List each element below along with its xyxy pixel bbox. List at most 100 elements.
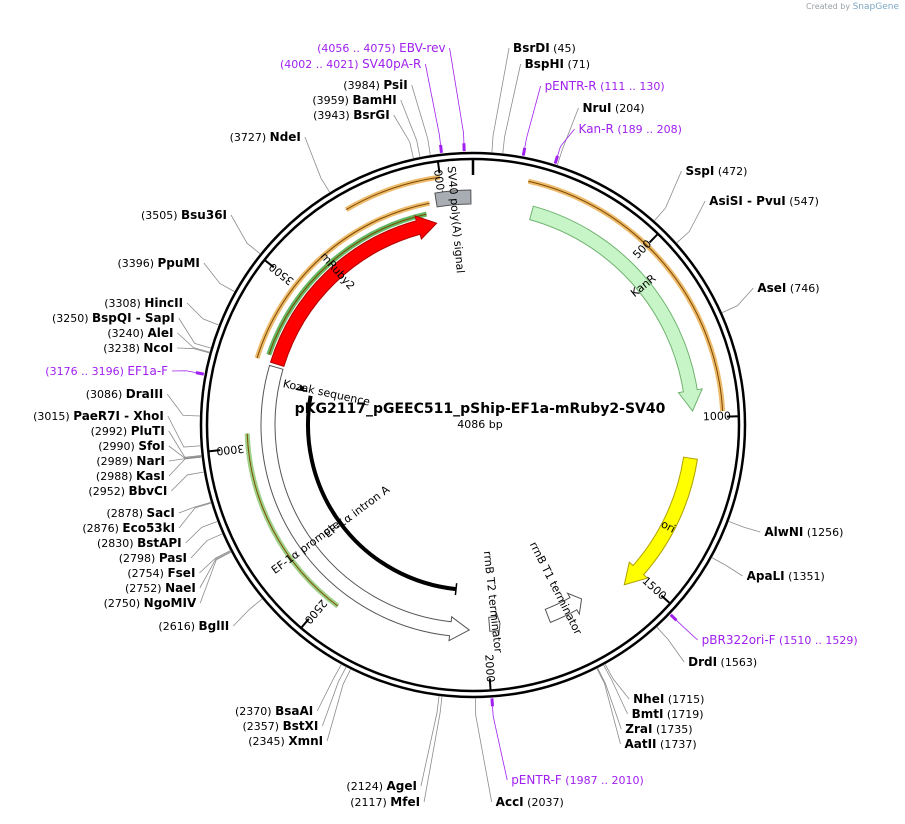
primer-ef1a-f: (3176 .. 3196) EF1a-F <box>45 364 168 378</box>
site-name: AseI <box>757 281 786 295</box>
site-leader-line <box>186 302 220 326</box>
primer-pbr322ori-f: pBR322ori-F (1510 .. 1529) <box>702 633 858 647</box>
position-tick <box>263 259 275 269</box>
site-name: NruI <box>582 101 611 115</box>
site-leader-line <box>304 136 331 193</box>
site-leader-line <box>168 456 202 462</box>
site-alei: (3240) AleI <box>107 326 173 340</box>
site-leader-line <box>178 317 212 349</box>
primer-pentr-f: pENTR-F (1987 .. 2010) <box>511 773 644 787</box>
site-position: (71) <box>564 58 590 71</box>
primers: (4056 .. 4075) EBV-rev(4002 .. 4021) SV4… <box>45 41 857 787</box>
site-bstxi: (2357) BstXI <box>243 719 319 733</box>
primer-name: pENTR-F <box>511 773 562 787</box>
site-acci: AccI (2037) <box>496 795 564 809</box>
site-name: SspI <box>685 164 714 178</box>
site-position: (1737) <box>657 738 697 751</box>
site-leader-line <box>232 598 263 627</box>
primer-name: EF1a-F <box>127 364 168 378</box>
orf-arc-core <box>256 202 430 359</box>
position-tick <box>660 594 671 605</box>
site-sfoi: (2990) SfoI <box>98 439 165 453</box>
site-position: (3959) <box>312 94 352 107</box>
site-name: BstXI <box>283 719 319 733</box>
orf-arc-core <box>528 180 724 412</box>
site-leader-line <box>400 99 421 158</box>
site-name: AatII <box>624 737 656 751</box>
site-leader-line <box>199 550 232 589</box>
site-leader-line <box>167 415 201 448</box>
site-position: (2117) <box>350 796 390 809</box>
site-position: (2952) <box>88 485 128 498</box>
primer-site-mark <box>439 144 443 153</box>
primer-position: (1510 .. 1529) <box>776 634 858 647</box>
site-position: (1563) <box>717 656 757 669</box>
site-paer7i-xhoi: (3015) PaeR7I - XhoI <box>33 409 164 423</box>
site-name: NdeI <box>270 130 301 144</box>
site-position: (45) <box>550 42 576 55</box>
site-leader-line <box>420 695 440 787</box>
site-position: (1719) <box>663 708 703 721</box>
site-name: BmtI <box>632 707 664 721</box>
site-leader-line <box>199 551 232 604</box>
site-pasi: (2798) PasI <box>119 551 187 565</box>
site-position: (2345) <box>248 735 288 748</box>
site-leader-line <box>178 502 212 529</box>
site-position: (1735) <box>652 723 692 736</box>
site-position: (3250) <box>52 312 92 325</box>
site-leader-line <box>423 696 443 803</box>
site-position: (2370) <box>235 705 275 718</box>
site-name: NcoI <box>143 341 173 355</box>
primer-name: pENTR-R <box>545 79 597 93</box>
position-tick-label: 4000 <box>432 168 449 197</box>
site-name: Eco53kI <box>122 521 175 535</box>
site-position: (3505) <box>141 209 181 222</box>
site-position: (2876) <box>82 522 122 535</box>
site-name: MfeI <box>390 795 420 809</box>
site-bsrdi: BsrDI (45) <box>513 41 576 55</box>
site-name: KasI <box>136 469 165 483</box>
site-ngomiv: (2750) NgoMIV <box>104 596 197 610</box>
orf-arc-core <box>268 213 427 355</box>
primer-position: (189 .. 208) <box>614 123 682 136</box>
orf-arcs <box>244 174 726 609</box>
snapgene-credit: Created by SnapGene <box>806 2 899 12</box>
position-tick-label: 3000 <box>216 442 245 458</box>
feature-mruby2 <box>269 215 438 367</box>
site-bsaai: (2370) BsaAI <box>235 704 313 718</box>
site-name: AsiSI - PvuI <box>709 194 786 208</box>
site-name: AlwNI <box>764 525 803 539</box>
site-position: (2754) <box>127 567 167 580</box>
primer-site-mark <box>195 371 205 376</box>
site-alwni: AlwNI (1256) <box>764 525 843 539</box>
site-asisi-pvui: AsiSI - PvuI (547) <box>709 194 819 208</box>
site-position: (746) <box>786 282 819 295</box>
site-agei: (2124) AgeI <box>346 779 417 793</box>
feature-label-sv40-poly-a-signal: SV40 poly(A) signal <box>445 166 467 274</box>
site-drdi: DrdI (1563) <box>688 655 757 669</box>
site-leader-line <box>316 664 342 712</box>
site-leader-line <box>656 626 685 663</box>
site-position: (1256) <box>803 526 843 539</box>
site-name: NaeI <box>165 581 196 595</box>
site-leader-line <box>326 668 352 742</box>
inner-feature-ef-1-intron-a <box>306 395 457 592</box>
site-leader-line <box>721 287 754 314</box>
site-leader-line <box>171 471 205 492</box>
site-name: Bsu36I <box>181 208 227 222</box>
site-aatii: AatII (1737) <box>624 737 696 751</box>
site-leader-line <box>168 456 202 477</box>
primer-pentr-r: pENTR-R (111 .. 130) <box>545 79 665 93</box>
site-naei: (2752) NaeI <box>125 581 196 595</box>
site-asei: AseI (746) <box>757 281 819 295</box>
site-nhei: NheI (1715) <box>633 692 704 706</box>
primer-position: (1987 .. 2010) <box>562 774 644 787</box>
site-hincii: (3308) HincII <box>104 296 183 310</box>
site-position: (3238) <box>103 342 143 355</box>
site-leader-line <box>502 63 521 154</box>
site-name: SacI <box>147 506 175 520</box>
position-tick <box>208 449 221 453</box>
site-ppumi: (3396) PpuMI <box>117 256 199 270</box>
site-name: XmnI <box>288 734 323 748</box>
position-tick <box>436 161 441 174</box>
